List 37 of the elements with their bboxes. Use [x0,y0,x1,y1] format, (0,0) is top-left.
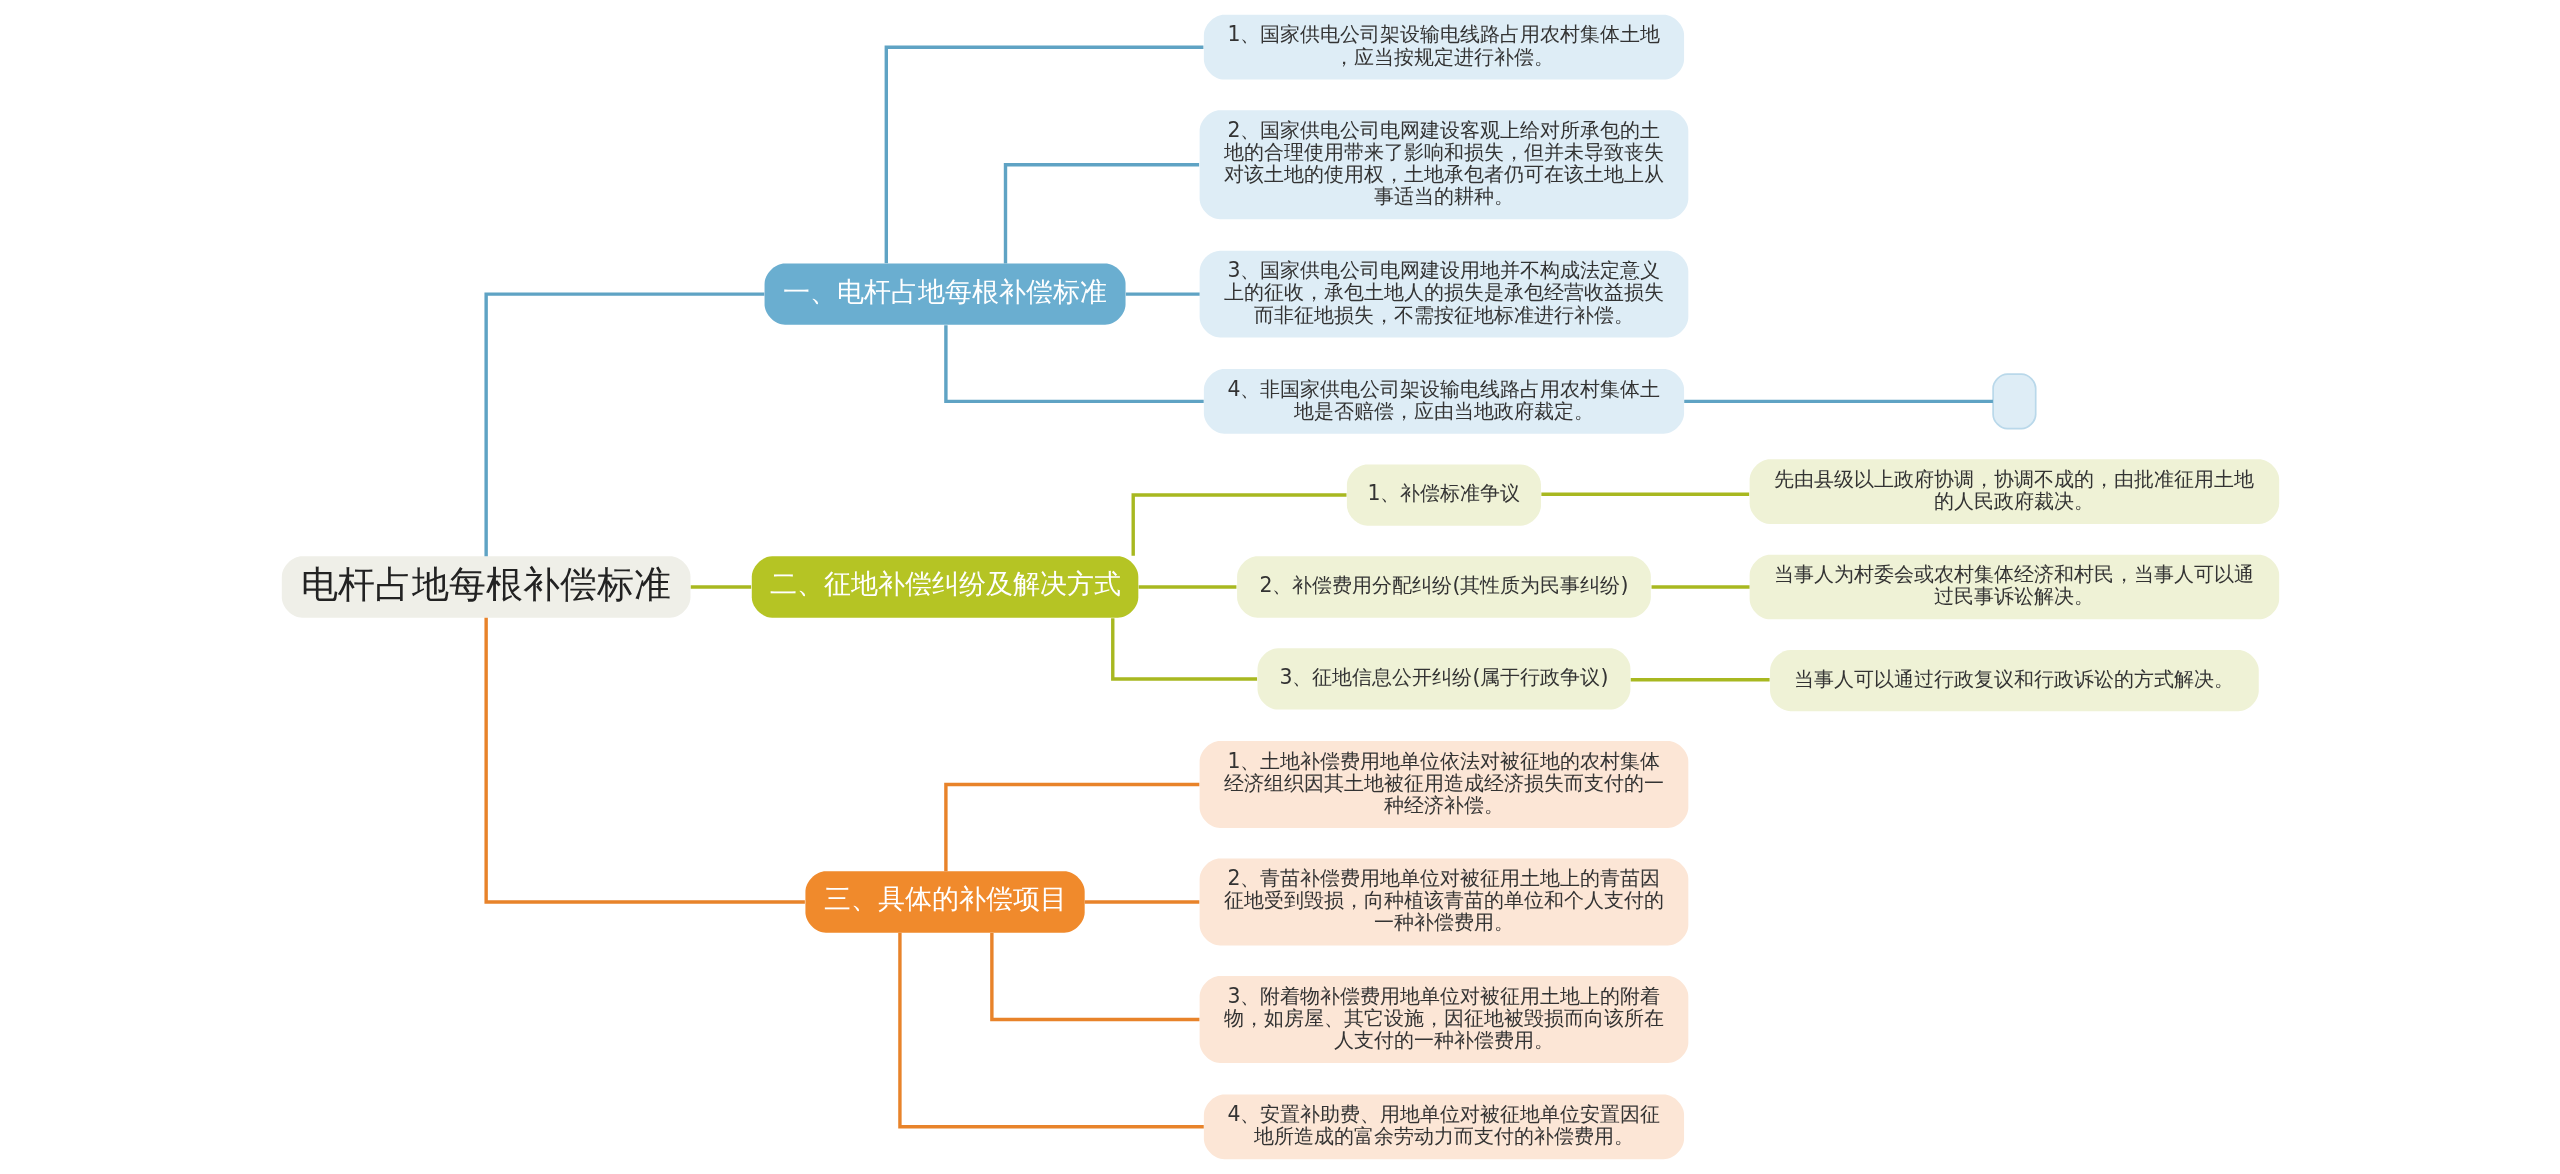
node-box: 二、征地补偿纠纷及解决方式 [751,556,1138,618]
connector [1683,399,1993,404]
node-box: 1、国家供电公司架设输电线路占用农村集体土地，应当按规定进行补偿。 [1203,14,1684,80]
connector [1630,678,1770,682]
connector [943,325,1204,404]
connector [1540,492,1749,496]
connector [483,292,764,557]
connector [1651,585,1749,589]
node-box: 2、补偿费用分配纠纷(其性质为民事纠纷) [1236,556,1651,618]
node-box: 2、青苗补偿费用地单位对被征用土地上的青苗因征地受到毁损，向种植该青苗的单位和个人支付的一种补偿费用。 [1199,858,1688,946]
connector [1131,493,1346,556]
node-box: 先由县级以上政府协调，协调不成的，由批准征用土地的人民政府裁决。 [1749,459,2279,524]
node-box: 3、国家供电公司电网建设用地并不构成法定意义上的征收，承包土地人的损失是承包经营收益损失而非征地损失，不需按征地标准进行补偿。 [1199,250,1688,338]
node-box: 三、具体的补偿项目 [804,871,1085,933]
connector [884,45,1203,264]
node-box: 一、电杆占地每根补偿标准 [764,263,1126,325]
connector [690,585,751,589]
node-box: 1、补偿标准争议 [1346,464,1541,526]
connector [897,932,1204,1129]
connector [483,617,805,904]
node-box: 4、非国家供电公司架设输电线路占用农村集体土地是否赔偿，应由当地政府裁定。 [1203,369,1684,434]
node-box: 当事人为村委会或农村集体经济和村民，当事人可以通过民事诉讼解决。 [1749,554,2279,620]
node-box: 电杆占地每根补偿标准 [281,556,690,618]
connector [1125,292,1200,296]
node-box: 1、土地补偿费用地单位依法对被征地的农村集体经济组织因其土地被征用造成经济损失而支付的一种经济补偿。 [1199,741,1688,828]
node-box: 4、安置补助费、用地单位对被征地单位安置因征地所造成的富余劳动力而支付的补偿费用。 [1203,1094,1684,1160]
node-box: 3、附着物补偿费用地单位对被征用土地上的附着物，如房屋、其它设施，因征地被毁损而向该所在人支付的一种补偿费用。 [1199,976,1688,1063]
connector [989,932,1199,1022]
connector [1138,585,1236,589]
node-box: 3、征地信息公开纠纷(属于行政争议) [1257,648,1630,710]
connector [1110,618,1257,681]
node-box: 2、国家供电公司电网建设客观上给对所承包的土地的合理使用带来了影响和损失，但并未导致丧失对该土地的使用权，土地承包者仍可在该土地上从事适当的耕种。 [1199,110,1688,220]
connector [943,782,1199,872]
node-box: 当事人可以通过行政复议和行政诉讼的方式解决。 [1769,650,2259,712]
connector [1084,900,1199,904]
connector [1003,163,1199,264]
node-box [1991,373,2037,430]
